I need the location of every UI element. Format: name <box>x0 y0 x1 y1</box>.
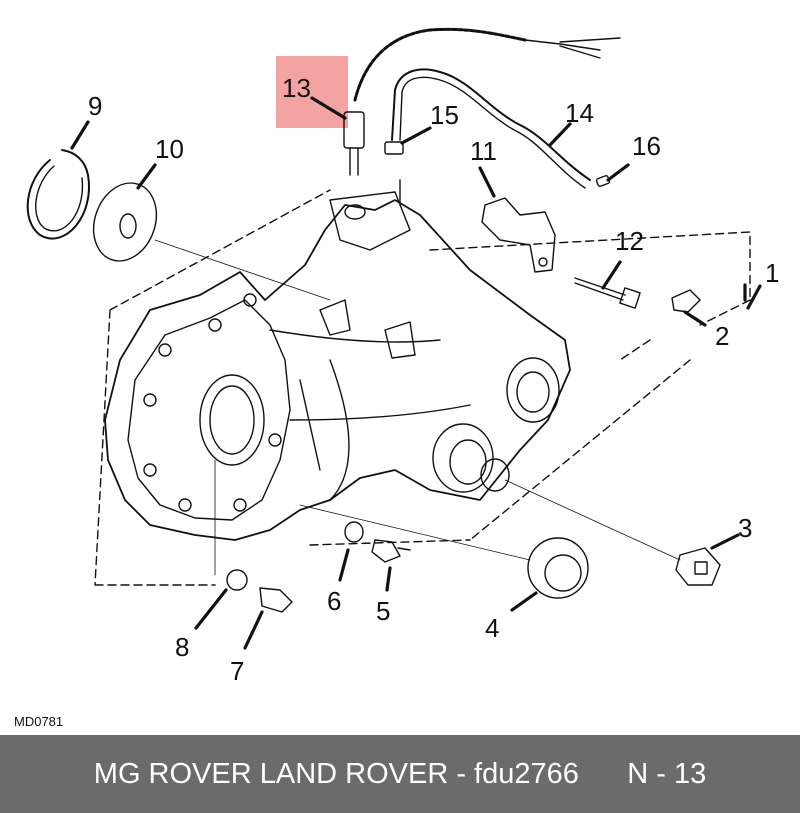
washer-8 <box>226 569 248 591</box>
callout-10: 10 <box>155 134 184 164</box>
footer-bar: MG ROVER LAND ROVER - fdu2766 N - 13 <box>0 735 800 813</box>
callout-14: 14 <box>565 98 594 128</box>
callout-16: 16 <box>632 131 661 161</box>
callout-4: 4 <box>485 613 499 643</box>
callout-8: 8 <box>175 632 189 662</box>
housing-flange <box>127 299 291 521</box>
callout-6: 6 <box>327 586 341 616</box>
callout-labels: 1 2 3 4 5 6 7 8 9 10 11 12 13 14 15 16 <box>88 73 779 686</box>
bolt-12 <box>574 277 626 301</box>
callout-1: 1 <box>765 258 779 288</box>
leader-lines <box>70 96 762 650</box>
callout-13: 13 <box>282 73 311 103</box>
transfer-box-housing <box>104 199 571 541</box>
breather-pipe-14 <box>391 68 591 181</box>
assembly-boundary <box>94 189 751 586</box>
callout-12: 12 <box>615 226 644 256</box>
washer-6 <box>344 521 364 543</box>
switch-body-13 <box>343 111 365 149</box>
footer-text: MG ROVER LAND ROVER - fdu2766 <box>93 757 579 790</box>
rear-cover <box>506 357 560 423</box>
bolt-7 <box>259 587 293 613</box>
circlip-9 <box>26 149 91 240</box>
oil-seal-4 <box>527 537 589 599</box>
callout-2: 2 <box>715 321 729 351</box>
callout-3: 3 <box>738 513 752 543</box>
rear-output <box>432 423 494 493</box>
bracket-11 <box>481 197 556 273</box>
switch-cable-harness <box>353 27 527 102</box>
bolt-5 <box>371 539 411 563</box>
plug-2 <box>671 289 701 313</box>
callout-5: 5 <box>376 596 390 626</box>
callout-9: 9 <box>88 91 102 121</box>
highlight-box-13 <box>276 56 348 128</box>
front-bore <box>199 374 265 466</box>
plug-3 <box>675 547 721 586</box>
callout-15: 15 <box>430 100 459 130</box>
callout-7: 7 <box>230 656 244 686</box>
footer-page-ref: N - 13 <box>627 757 707 790</box>
transfer-box-exploded-diagram: 1 2 3 4 5 6 7 8 9 10 11 12 13 14 15 16 <box>26 27 779 686</box>
drawing-code: MD0781 <box>14 714 64 729</box>
callout-11: 11 <box>470 136 497 166</box>
thrust-washer-10 <box>92 182 158 262</box>
